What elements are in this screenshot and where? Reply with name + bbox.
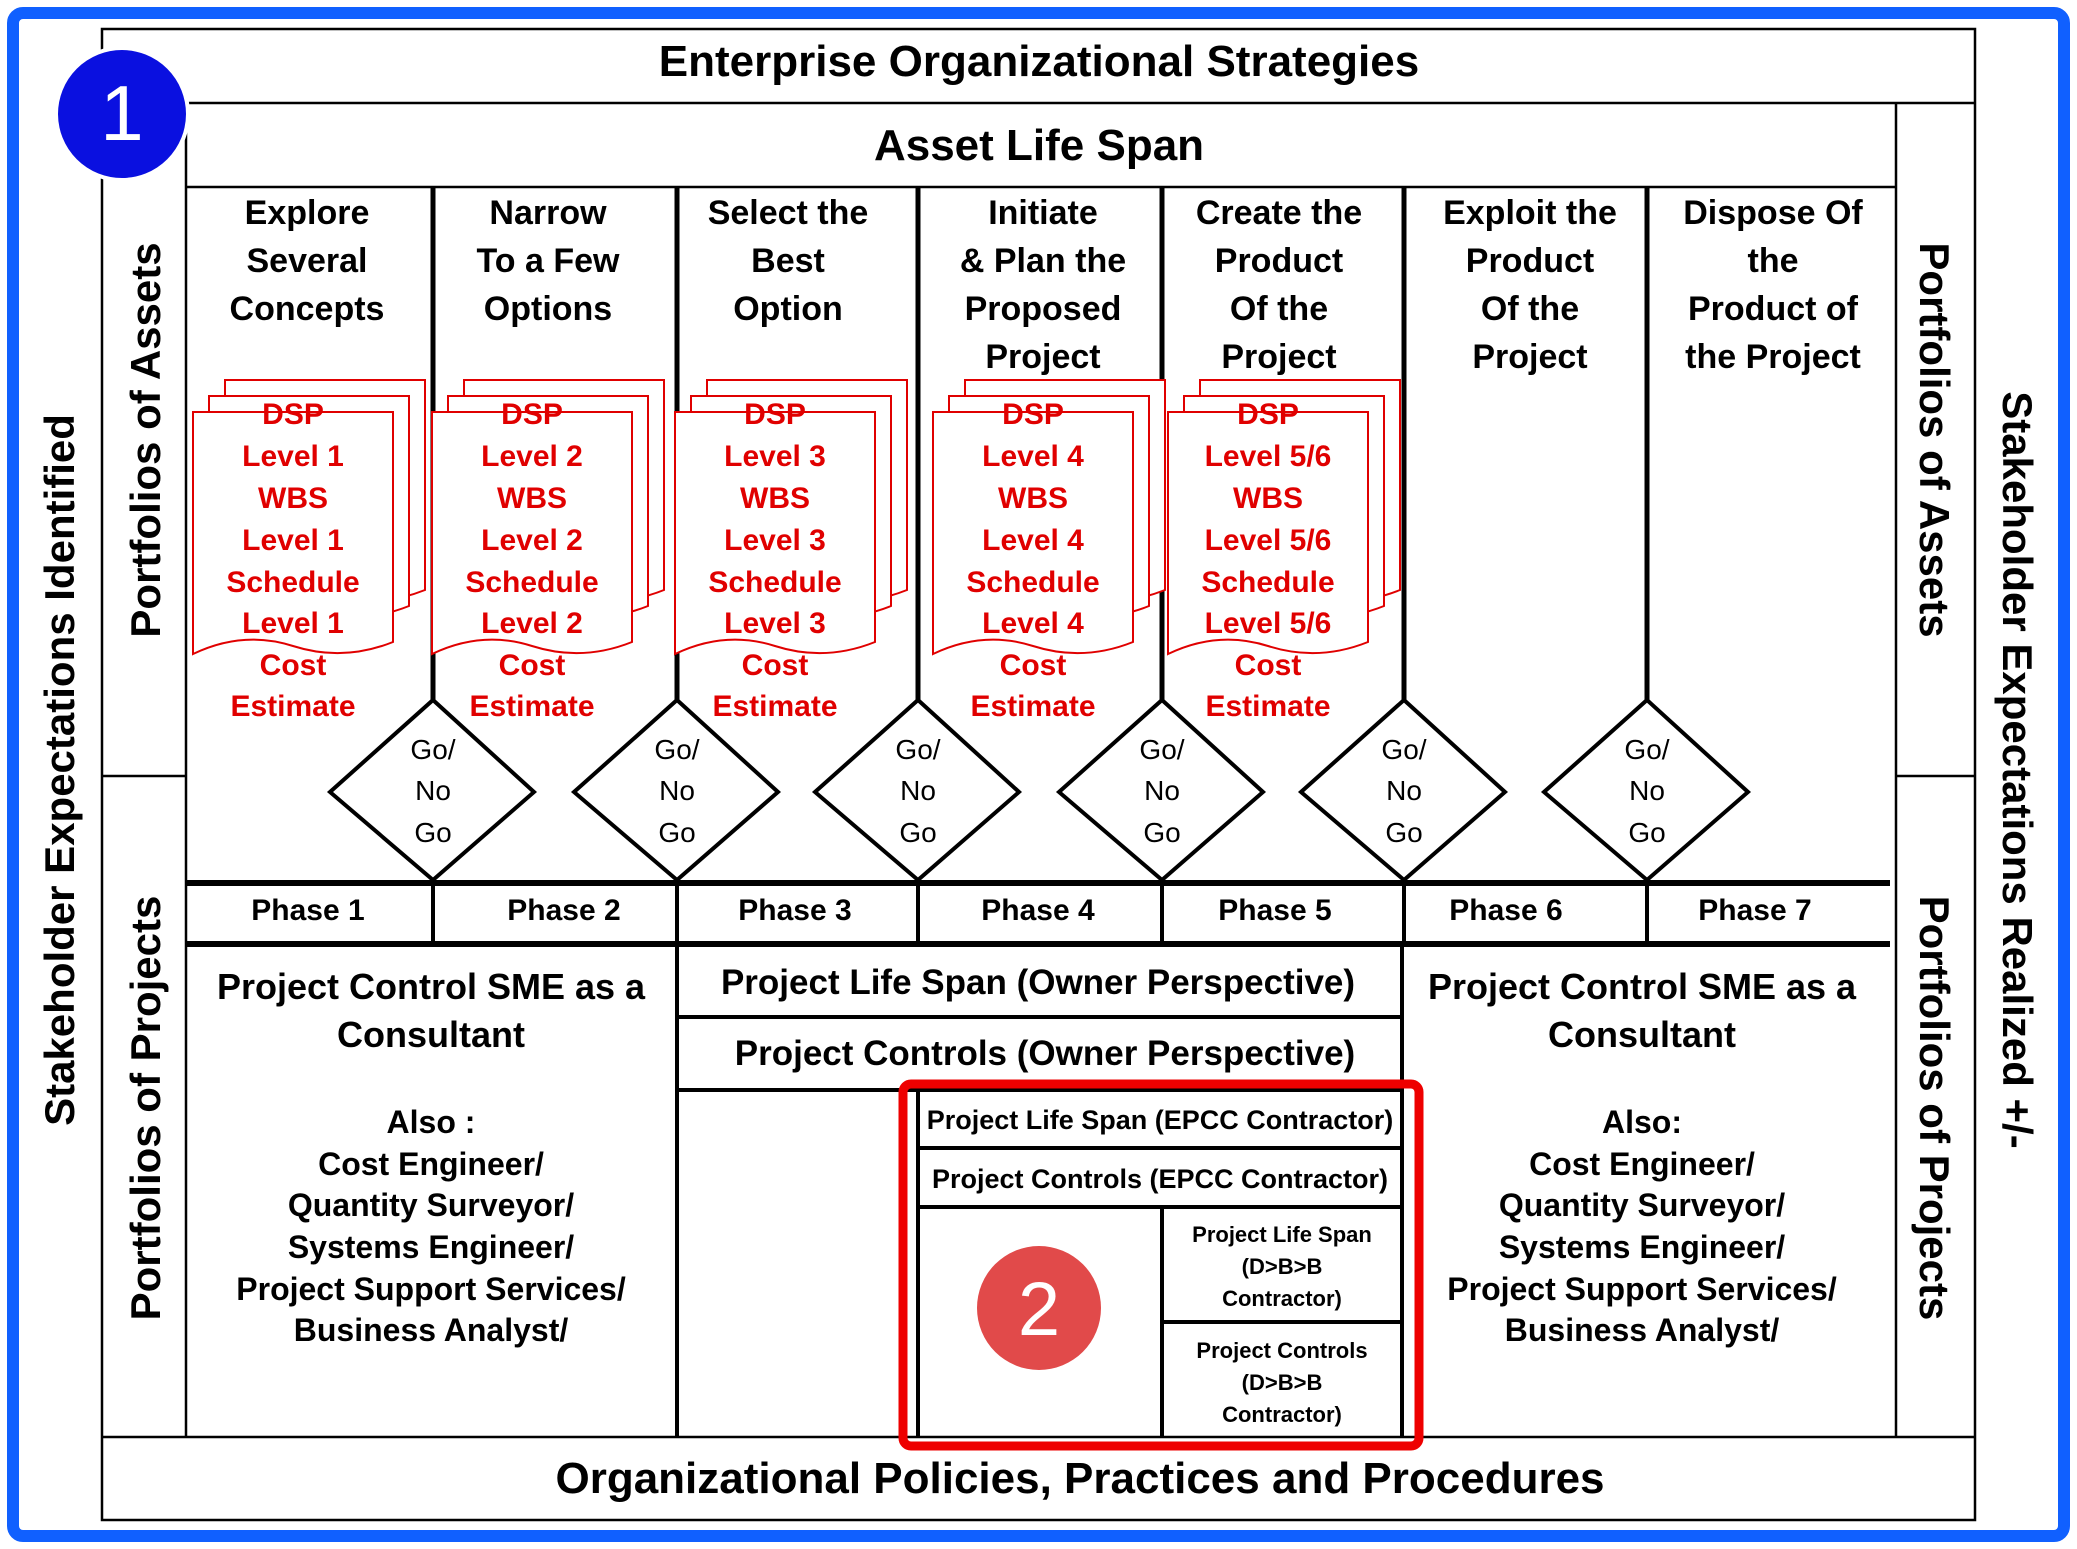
left-projects-label: Portfolios of Projects [122,896,169,1321]
epcc-highlight-box [898,1079,1424,1451]
doc-stack-3 [674,379,908,656]
gate-diamond-5 [1297,697,1509,883]
doc-stack-5 [1167,379,1401,656]
outer-frame [7,7,2070,1542]
gate-diamonds [326,697,1752,883]
left-consultant-roles: Also :Cost Engineer/Quantity Surveyor/Sy… [236,1104,626,1348]
phase-row-lines [186,880,1890,947]
epcc-lifespan-label: Project Life Span (EPCC Contractor) [927,1105,1394,1135]
bottom-band-title: Organizational Policies, Practices and P… [555,1454,1604,1503]
phase-label-1: Phase 1 [251,894,364,927]
svg-text:1: 1 [100,69,143,157]
gate-diamond-3 [811,697,1023,883]
right-consultant-roles: Also:Cost Engineer/Quantity Surveyor/Sys… [1447,1104,1837,1348]
phase-label-6: Phase 6 [1449,894,1562,927]
right-projects-label: Portfolios of Projects [1911,896,1958,1321]
badge-2: 2 [977,1246,1101,1370]
right-outer-label: Stakeholder Expectations Realized +/- [1994,391,2041,1148]
phase-label-5: Phase 5 [1218,894,1331,927]
phase-labels: Phase 1 Phase 2 Phase 3 Phase 4 Phase 5 … [251,894,1811,927]
phase-label-3: Phase 3 [738,894,851,927]
top-band-title: Enterprise Organizational Strategies [659,37,1419,86]
phase-label-7: Phase 7 [1698,894,1811,927]
doc-stack-4 [932,379,1166,656]
owner-lifespan-label: Project Life Span (Owner Perspective) [721,963,1355,1002]
asset-band-title: Asset Life Span [874,121,1204,170]
epcc-controls-label: Project Controls (EPCC Contractor) [932,1164,1388,1194]
gate-diamond-6 [1540,697,1752,883]
gate-diamond-4 [1055,697,1267,883]
lower-section-lines [675,944,1404,1437]
phase-label-4: Phase 4 [981,894,1095,927]
gate-diamond-1 [326,697,538,883]
document-stacks [192,379,1401,656]
doc-stack-1 [192,379,426,656]
phase-label-2: Phase 2 [507,894,620,927]
left-assets-label: Portfolios of Assets [122,242,169,637]
structure-lines [100,27,1977,1522]
gate-diamond-2 [570,697,782,883]
svg-text:2: 2 [1018,1267,1060,1352]
doc-stack-2 [431,379,665,656]
right-assets-label: Portfolios of Assets [1911,242,1958,637]
owner-controls-label: Project Controls (Owner Perspective) [735,1034,1355,1073]
left-outer-label: Stakeholder Expectations Identified [36,414,83,1126]
badge-1: 1 [54,46,190,182]
